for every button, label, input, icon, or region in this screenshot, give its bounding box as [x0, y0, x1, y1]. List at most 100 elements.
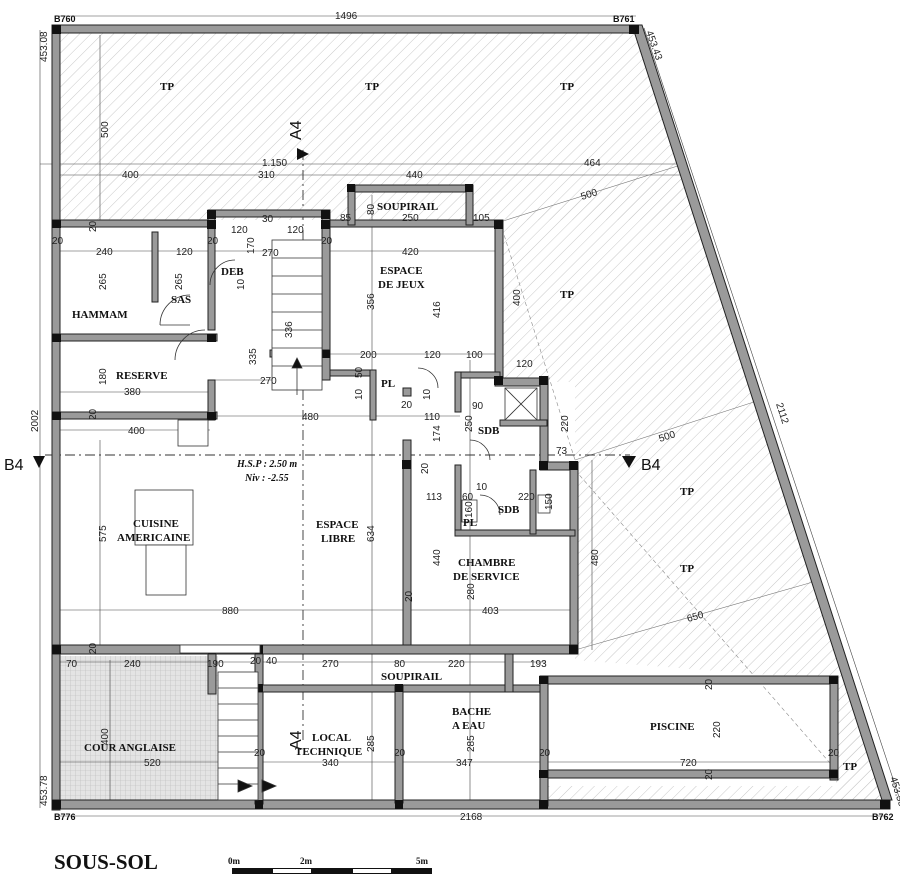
- dim-label: 150: [544, 493, 555, 510]
- dim-label: 20: [207, 236, 219, 247]
- dim-label: 10: [236, 278, 247, 290]
- dim-label: 453.78: [39, 775, 50, 806]
- dim-label: 120: [176, 247, 193, 258]
- label-sdb-2: SDB: [498, 504, 520, 516]
- dim-label: 270: [262, 248, 279, 259]
- dim-label: 220: [448, 659, 465, 670]
- dim-label: 20: [704, 678, 715, 690]
- dim-label: 400: [100, 728, 111, 745]
- dim-label: 270: [322, 659, 339, 670]
- dim-label: 500: [580, 187, 600, 203]
- dim-label: 90: [472, 401, 484, 412]
- dim-label: 453.08: [39, 31, 50, 62]
- cour-anglaise-zone: [58, 656, 218, 800]
- dim-label: 220: [518, 492, 535, 503]
- dim-label: 2002: [30, 409, 41, 432]
- dim-label: 20: [828, 748, 840, 759]
- section-a-bottom-marker: A4: [288, 730, 305, 750]
- dim-label: 240: [124, 659, 141, 670]
- dim-label: 73: [556, 446, 568, 457]
- label-reserve: RESERVE: [116, 370, 168, 382]
- dim-label: 340: [322, 758, 339, 769]
- dim-label: 70: [66, 659, 78, 670]
- dim-label: 270: [260, 376, 277, 387]
- label-bache-2: A EAU: [452, 720, 485, 732]
- dim-label: 500: [658, 429, 678, 445]
- dim-label: 10: [354, 388, 365, 400]
- dim-label: 20: [404, 590, 415, 602]
- dim-label: 634: [366, 525, 377, 542]
- label-espace-libre-2: LIBRE: [321, 533, 355, 545]
- dim-label: 120: [424, 350, 441, 361]
- dim-label: 20: [420, 462, 431, 474]
- columns: [52, 25, 890, 809]
- dim-label: 105: [473, 213, 490, 224]
- dim-label: 285: [366, 735, 377, 752]
- dim-label: 160: [464, 501, 475, 518]
- label-soupirail-top: SOUPIRAIL: [377, 201, 438, 213]
- dim-label: 500: [100, 121, 111, 138]
- dim-label: 480: [590, 549, 601, 566]
- dim-label: 30: [262, 214, 274, 225]
- dim-label: 1.150: [262, 158, 287, 169]
- dimension-labels: 1496 453.08 453.43 500 1.150 400 310 440…: [30, 11, 900, 823]
- label-chambre-2: DE SERVICE: [453, 571, 520, 583]
- scale-bar: 0m 2m 5m: [228, 856, 438, 886]
- dim-label: 20: [88, 408, 99, 420]
- dim-label: 190: [207, 659, 224, 670]
- annotations: H.S.P : 2.50 m Niv : -2.55 B760 B761 B77…: [4, 14, 894, 822]
- dim-label: 174: [432, 425, 443, 442]
- dim-label: 220: [560, 415, 571, 432]
- scale-segment: [272, 868, 312, 874]
- dim-label: 335: [248, 348, 259, 365]
- dim-label: 480: [302, 412, 319, 423]
- dim-label: 20: [254, 748, 266, 759]
- scale-label-0: 0m: [228, 856, 240, 866]
- dim-label: 310: [258, 170, 275, 181]
- section-lines: [45, 150, 630, 740]
- dim-label: 193: [530, 659, 547, 670]
- label-espace-jeux-1: ESPACE: [380, 265, 423, 277]
- dim-label: 380: [124, 387, 141, 398]
- dim-label: 80: [394, 659, 406, 670]
- scale-label-2: 2m: [300, 856, 312, 866]
- floor-plan: TP TP TP TP TP TP TP SOUPIRAIL ESPACE DE…: [4, 11, 900, 823]
- dim-label: 720: [680, 758, 697, 769]
- dim-label: 403: [482, 606, 499, 617]
- label-hammam: HAMMAM: [72, 309, 128, 321]
- corner-bottom-right: B762: [872, 812, 894, 822]
- label-tp-6: TP: [680, 563, 694, 575]
- dim-label: 220: [712, 721, 723, 738]
- label-tp-3: TP: [560, 81, 574, 93]
- dim-label: 356: [366, 293, 377, 310]
- dim-label: 265: [174, 273, 185, 290]
- dim-label: 10: [422, 388, 433, 400]
- label-cuisine-2: AMERICAINE: [117, 532, 190, 544]
- dim-label: 400: [122, 170, 139, 181]
- svg-text:B4: B4: [4, 457, 24, 474]
- dim-label: 200: [360, 350, 377, 361]
- dim-label: 20: [250, 656, 262, 667]
- label-espace-libre-1: ESPACE: [316, 519, 359, 531]
- dim-label: 880: [222, 606, 239, 617]
- label-espace-jeux-2: DE JEUX: [378, 279, 425, 291]
- svg-text:A4: A4: [288, 730, 305, 750]
- scale-label-5: 5m: [416, 856, 428, 866]
- dim-label: 265: [98, 273, 109, 290]
- dim-label: 2168: [460, 812, 483, 823]
- dim-label: 60: [462, 492, 474, 503]
- label-tp-1: TP: [160, 81, 174, 93]
- dim-label: 240: [96, 247, 113, 258]
- dim-label: 2112: [773, 402, 790, 426]
- dim-label: 400: [512, 289, 523, 306]
- dim-label: 416: [432, 301, 443, 318]
- label-local-1: LOCAL: [312, 732, 351, 744]
- dim-label: 85: [340, 213, 352, 224]
- fixtures: [134, 239, 551, 801]
- stair-upper: [271, 239, 323, 395]
- dim-label: 100: [466, 350, 483, 361]
- label-pl-1: PL: [381, 378, 395, 390]
- dim-label: 20: [52, 236, 64, 247]
- dim-label: 285: [466, 735, 477, 752]
- dim-label: 20: [401, 400, 413, 411]
